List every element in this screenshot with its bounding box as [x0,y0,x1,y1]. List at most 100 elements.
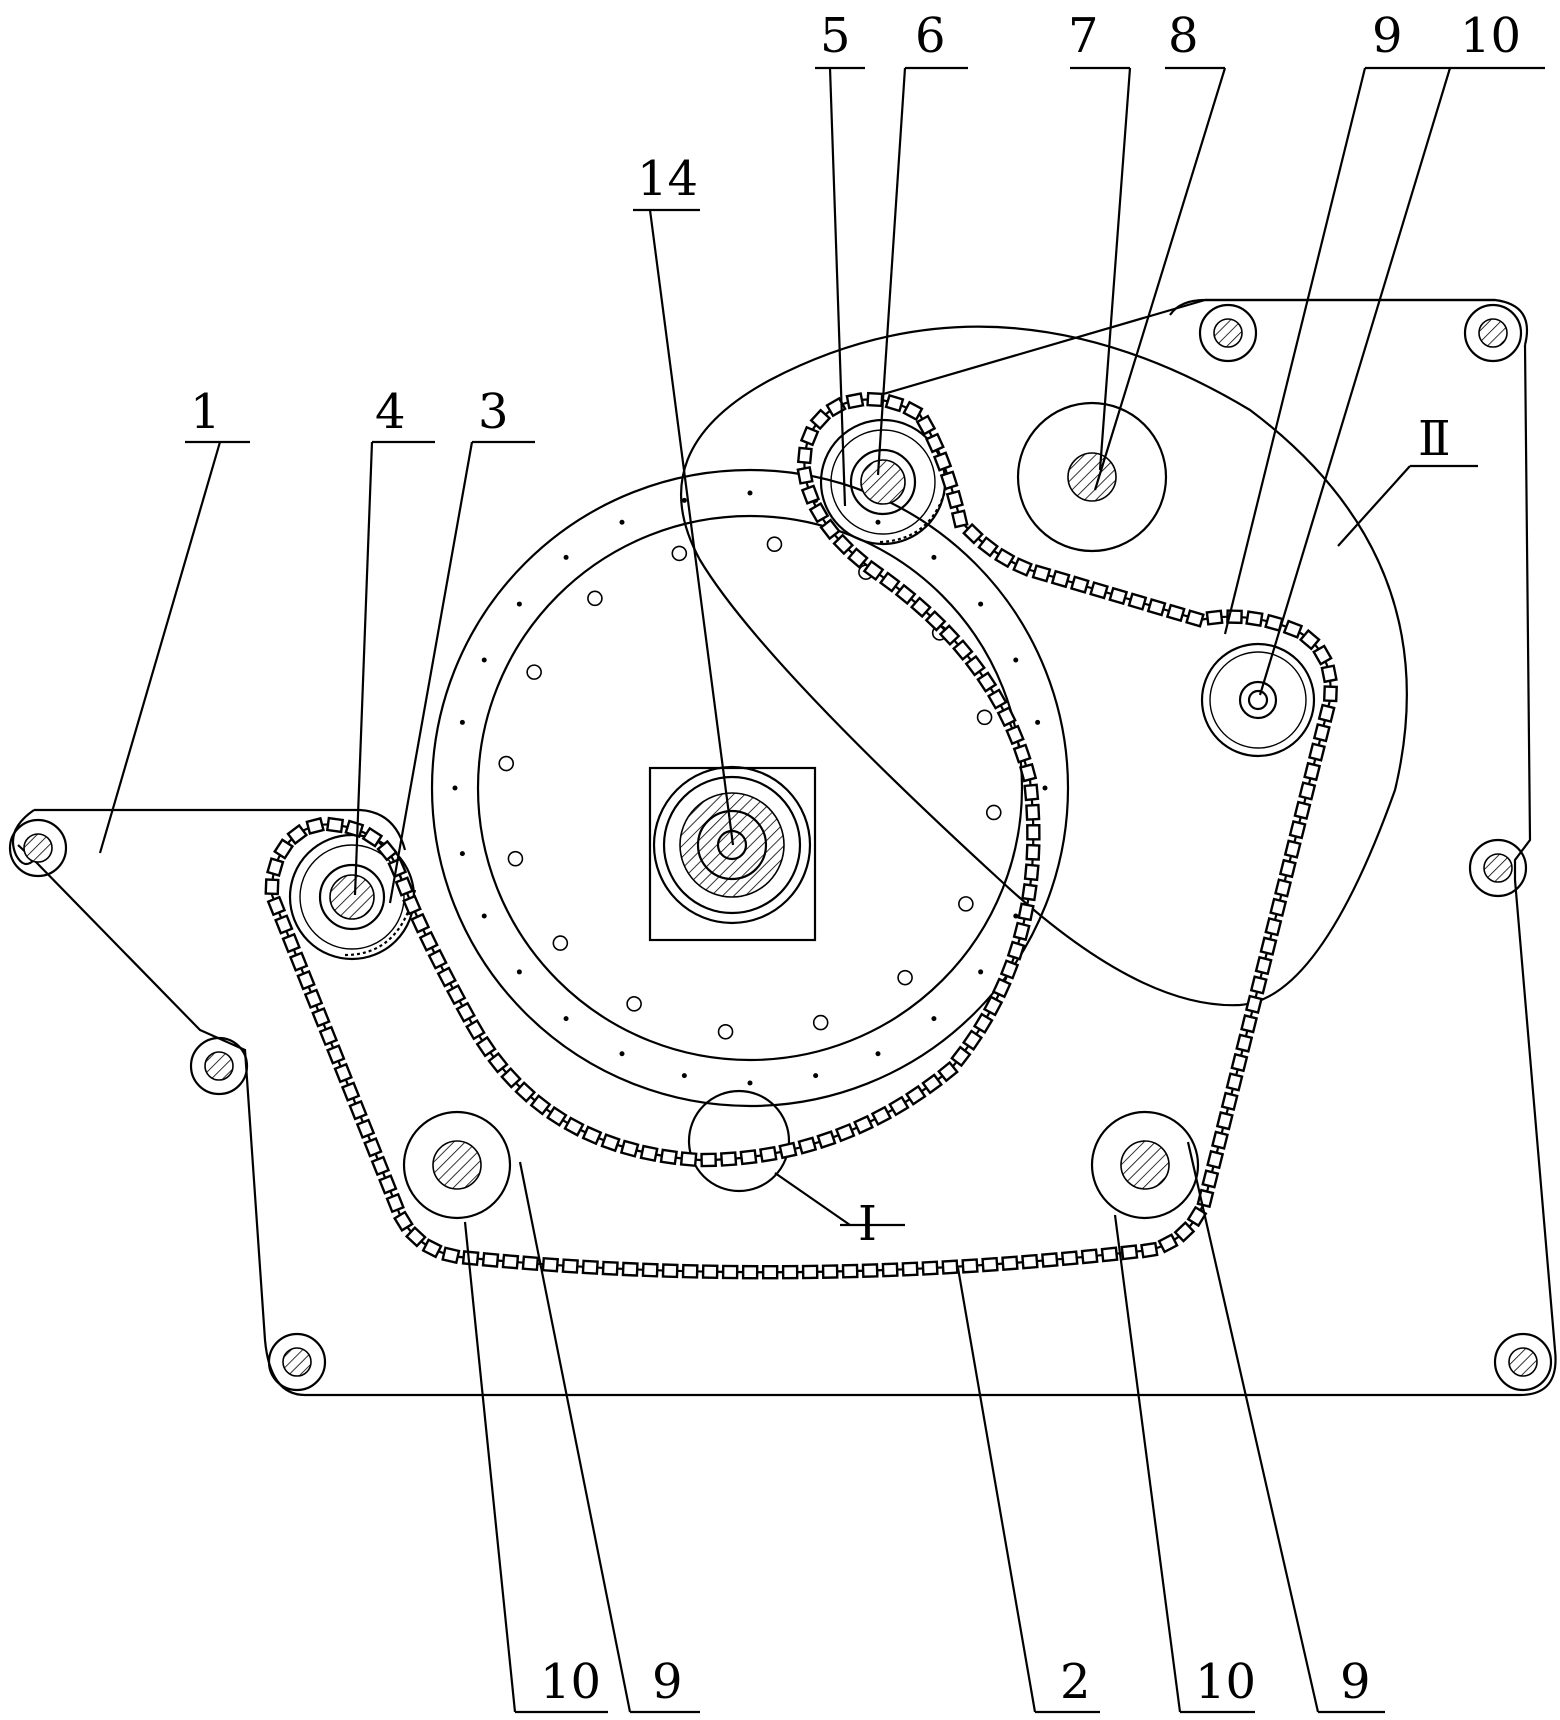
chain-link [799,425,820,447]
chain-link [1157,1233,1179,1254]
chain-link [993,547,1016,569]
drum-dot [1035,719,1041,725]
drum-dot [563,1016,569,1022]
chain-link [1127,592,1148,611]
chain-link [878,571,901,593]
chain-link [600,1133,621,1153]
chain-link [392,1210,414,1232]
chain-link [901,1261,919,1277]
chain-link [796,466,814,485]
chain-link [909,596,932,619]
chain-link [281,932,301,954]
chain-link [701,1264,719,1280]
drum-dot [459,851,465,857]
detail-II-boundary [679,325,1408,1007]
chain-link [436,966,457,988]
chain-link [1100,1246,1119,1263]
drum-dot [978,969,984,975]
drum-dot [1042,785,1048,791]
drum-dot [681,497,687,503]
chain-link [888,1095,910,1117]
label-part-6: 6 [915,8,946,64]
drum-dot [875,1051,881,1057]
chain-link [273,838,295,860]
chain-link [904,1084,927,1106]
chain-link [1017,902,1035,922]
label-part-8: 8 [1168,8,1199,64]
chain-link [1288,820,1307,840]
chain-link [1322,685,1338,703]
chain-link [1025,803,1041,821]
drum-bolt-hole [766,536,783,553]
drum-bolt-hole [958,896,974,912]
chain-link [739,1149,758,1166]
chain-link [841,1263,859,1279]
chain-link [1031,564,1052,583]
chain-link [481,1252,500,1268]
chain-link [1254,955,1273,976]
drum-bolt-hole [985,804,1002,821]
chain-link [961,1258,979,1274]
chain-link [976,671,998,693]
chain-link [529,1094,552,1116]
chain-link [581,1125,603,1146]
chain-link [808,502,830,524]
chain-link [821,1264,839,1279]
detail-I-circle [687,1089,791,1193]
chain-link [1320,664,1338,684]
chain-link [1264,917,1283,937]
drum-dot [481,913,487,919]
chain-link [924,609,947,632]
chain-link [427,948,448,970]
frame-upper-outline [879,298,1529,397]
chain-link [641,1262,659,1278]
chain-link [378,1174,398,1195]
chain-link [962,522,984,545]
chain-link [541,1256,560,1273]
chain-link [972,1012,994,1035]
chain-link [355,1118,376,1140]
chain-link [394,876,415,897]
chain-link [853,1114,874,1135]
chain-link [288,951,309,972]
drum-dot [1013,657,1019,663]
chain-link [681,1263,699,1279]
chain-link [950,1045,972,1068]
chain-link [982,995,1004,1017]
chain-link [932,451,953,472]
label-detail-II: Ⅱ [1418,411,1451,467]
chain-link [915,414,937,436]
chain-link [1215,1111,1234,1131]
drum-bolt-hole [626,996,642,1012]
frame-hole-left-end [8,818,68,878]
chain-link [884,393,905,413]
chain-link [700,1152,717,1168]
chain-link [894,583,917,606]
chain-link [834,1122,856,1143]
chain-link [1108,586,1129,606]
frame-plate-outline [11,298,1557,1397]
drum-bolt-hole [897,969,913,986]
chain-link [581,1259,599,1275]
chain-link [1012,743,1032,764]
chain-link [938,624,961,646]
drum-dot [978,601,984,607]
chain-link [1185,609,1205,628]
chain-link [475,1035,497,1058]
chain-link [500,1066,522,1089]
chain-link [1274,878,1292,898]
chain-link [866,391,884,408]
chain-link [1235,1033,1254,1053]
chain-link [1240,1014,1259,1034]
chain-link [296,969,316,991]
chain-link [1269,897,1288,918]
drum-dot [619,519,625,525]
chain-link [741,1264,759,1280]
chain-link [441,1246,461,1265]
label-part-10-bottom-right: 10 [1195,1654,1256,1710]
chain-link [333,1062,353,1084]
chain-link [521,1255,540,1272]
chain-link [1303,761,1322,782]
drum-bolt-hole [552,935,569,951]
